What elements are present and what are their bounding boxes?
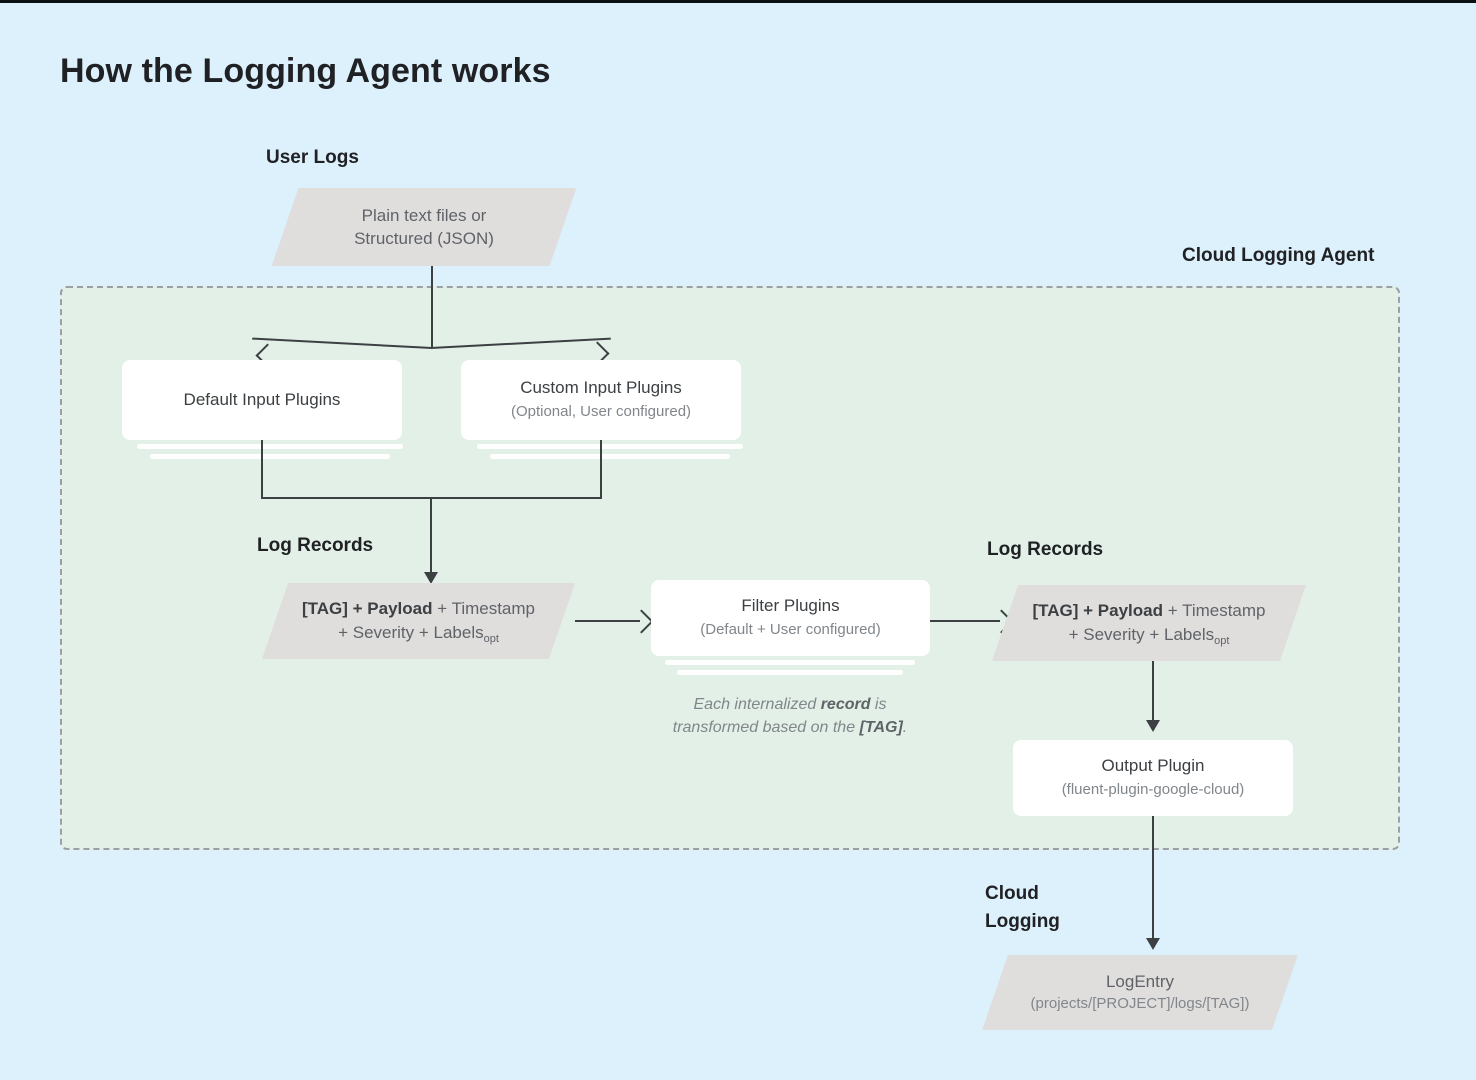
log-entry-shape	[982, 955, 1298, 1030]
label-user-logs: User Logs	[266, 147, 359, 168]
card-filter-plugins[interactable]: Filter Plugins (Default + User configure…	[651, 580, 930, 656]
filter-plugins-stack-bar-1	[665, 660, 915, 665]
connector-output-to-logentry	[1152, 816, 1154, 941]
user-logs-source-shape	[271, 188, 577, 266]
custom-input-plugins-title: Custom Input Plugins	[520, 378, 682, 398]
default-input-plugins-stack-bar-2	[150, 454, 390, 459]
caption-seg5: [TAG]	[859, 718, 903, 736]
filter-plugins-subtitle: (Default + User configured)	[700, 621, 881, 639]
custom-input-plugins-stack-bar-1	[477, 444, 743, 449]
connector-record-to-filter	[575, 620, 640, 622]
filter-plugins-title: Filter Plugins	[741, 596, 840, 616]
caption-seg1: Each internalized	[693, 696, 821, 713]
page-title: How the Logging Agent works	[60, 52, 551, 90]
card-output-plugin[interactable]: Output Plugin (fluent-plugin-google-clou…	[1013, 740, 1293, 816]
label-cloud-logging: Cloud Logging	[985, 883, 1060, 932]
default-input-plugins-stack-bar-1	[137, 444, 403, 449]
caption-seg4: transformed based on the	[672, 718, 860, 736]
default-input-plugins-title: Default Input Plugins	[183, 389, 341, 409]
connector-source-down	[431, 266, 433, 348]
connector-default-input-down	[261, 440, 263, 498]
caption-seg6: .	[902, 718, 908, 736]
custom-input-plugins-subtitle: (Optional, User configured)	[510, 403, 692, 421]
caption-seg3: is	[870, 696, 887, 713]
caption-seg2: record	[820, 696, 871, 713]
custom-input-plugins-stack-bar-2	[490, 454, 730, 459]
filter-transform-caption: Each internalized record is transformed …	[620, 694, 960, 739]
log-record-left-shape	[261, 583, 576, 659]
log-record-right-shape	[991, 585, 1307, 661]
label-log-records-left: Log Records	[257, 535, 374, 556]
card-default-input-plugins[interactable]: Default Input Plugins	[122, 360, 402, 440]
connector-merge-down	[430, 497, 432, 574]
connector-record-to-output	[1152, 661, 1154, 722]
output-plugin-title: Output Plugin	[1101, 756, 1205, 776]
arrowhead-to-logentry	[1146, 938, 1160, 950]
arrowhead-to-log-record-left	[424, 572, 438, 584]
connector-filter-to-record	[930, 620, 1000, 622]
arrowhead-to-output-plugin	[1146, 720, 1160, 732]
label-log-records-right: Log Records	[987, 539, 1104, 560]
connector-custom-input-down	[600, 440, 602, 498]
card-custom-input-plugins[interactable]: Custom Input Plugins (Optional, User con…	[461, 360, 741, 440]
top-edge-strip	[0, 0, 1476, 3]
output-plugin-subtitle: (fluent-plugin-google-cloud)	[1061, 781, 1245, 799]
label-cloud-logging-agent: Cloud Logging Agent	[1182, 245, 1375, 266]
filter-plugins-stack-bar-2	[677, 670, 903, 675]
